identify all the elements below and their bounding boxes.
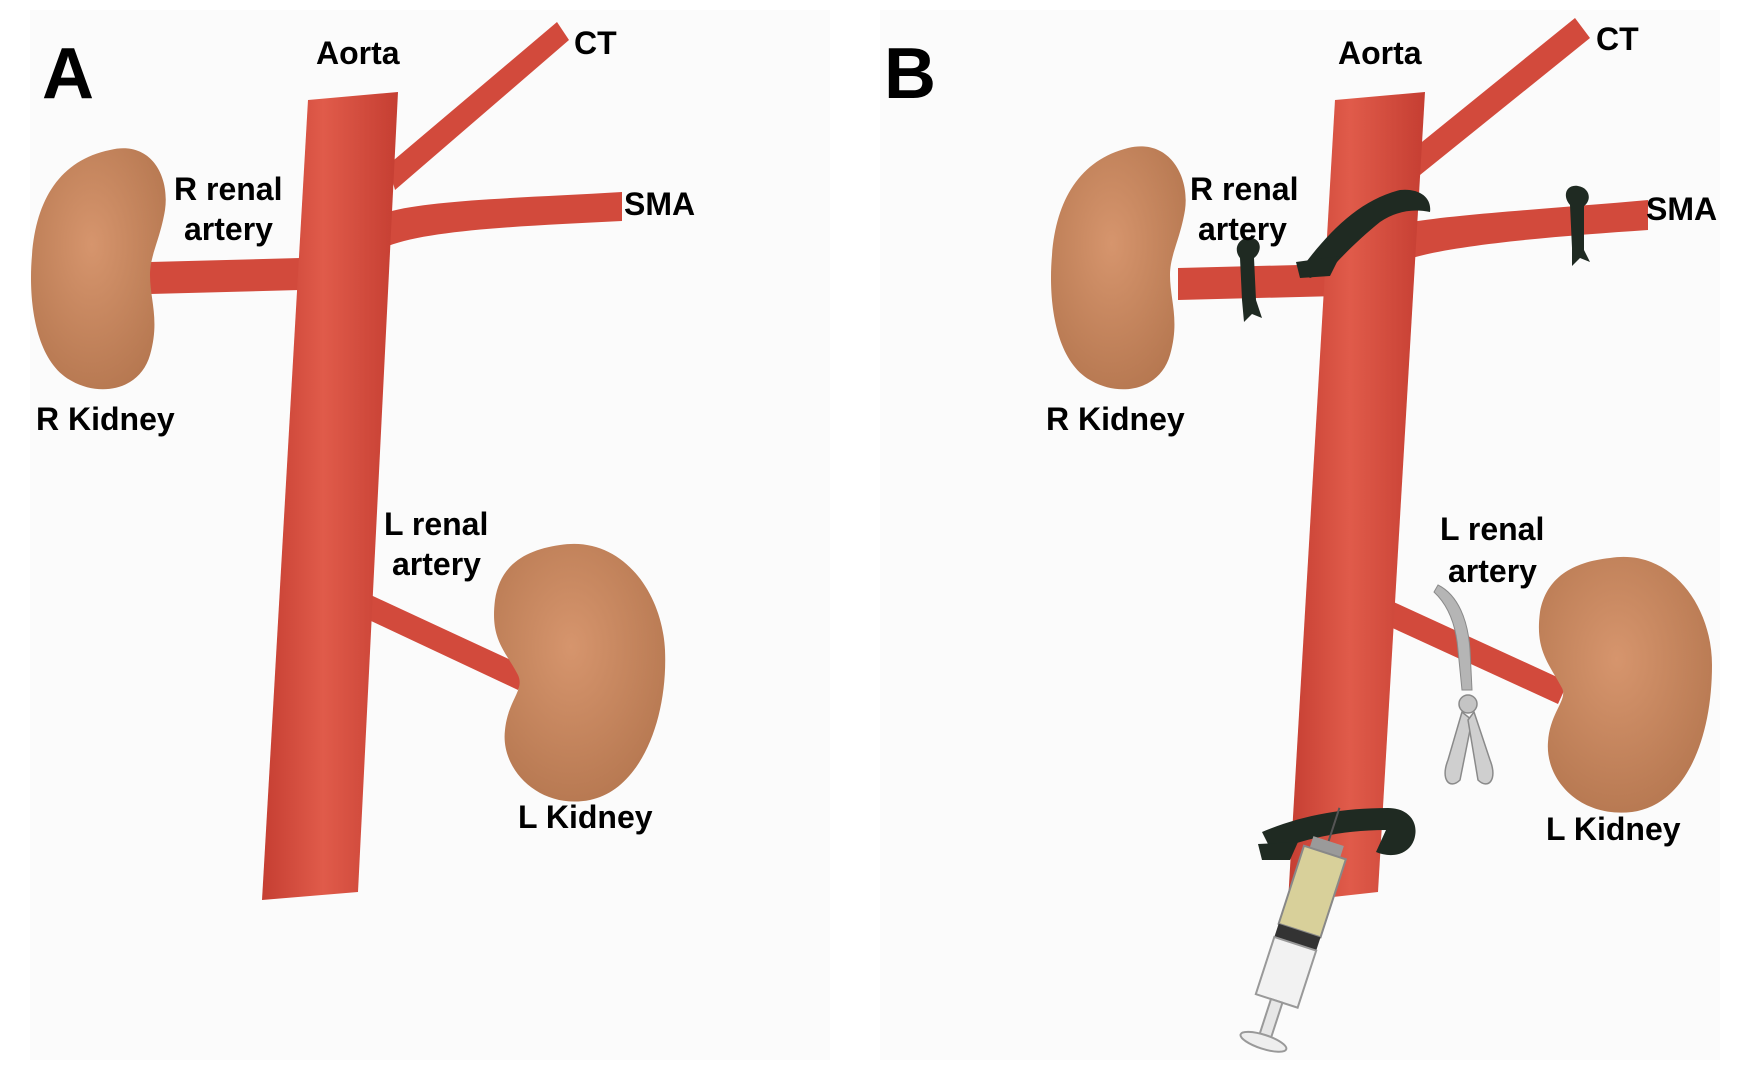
r-kidney [30, 148, 166, 390]
ligature-icon [1258, 808, 1416, 860]
panel-letter: B [884, 34, 936, 114]
r-renal-label-line2: artery [184, 211, 273, 247]
r-renal-label-line2: artery [1198, 211, 1287, 247]
l-kidney-label: L Kidney [1546, 811, 1681, 847]
ligature-icon [1565, 185, 1590, 266]
r-kidney [1050, 146, 1186, 390]
panel-b: B Aorta CT SMA R renal artery L renal ar… [880, 10, 1720, 1060]
l-renal-label-line2: artery [392, 546, 481, 582]
vascular-clamp-icon [1433, 584, 1494, 785]
l-renal-artery [1375, 598, 1568, 704]
l-renal-label-line2: artery [1448, 553, 1537, 589]
l-renal-label-line1: L renal [384, 506, 488, 542]
r-kidney-label: R Kidney [36, 401, 175, 437]
r-renal-label-line1: R renal [1190, 171, 1298, 207]
panel-a: A Aorta CT SMA R renal artery L renal ar… [30, 10, 830, 1060]
r-renal-artery [1178, 264, 1338, 300]
r-renal-label-line1: R renal [174, 171, 282, 207]
aorta-vessel [1288, 92, 1425, 902]
ct-label: CT [1596, 21, 1639, 57]
r-kidney-label: R Kidney [1046, 401, 1185, 437]
ct-label: CT [574, 25, 617, 61]
aorta-label: Aorta [316, 35, 400, 71]
l-kidney-label: L Kidney [518, 799, 653, 835]
aorta-label: Aorta [1338, 35, 1422, 71]
syringe-icon [1239, 807, 1348, 1053]
sma-artery [1412, 200, 1648, 258]
ligature-icon [1236, 237, 1262, 322]
ct-artery [1412, 18, 1590, 175]
l-renal-artery [352, 590, 528, 690]
ct-artery [388, 22, 569, 190]
sma-label: SMA [624, 186, 695, 222]
l-kidney [1538, 556, 1712, 813]
l-renal-label-line1: L renal [1440, 511, 1544, 547]
r-renal-artery [150, 258, 300, 294]
sma-label: SMA [1646, 191, 1717, 227]
l-kidney [494, 543, 666, 802]
panel-letter: A [42, 34, 94, 114]
aorta-vessel [262, 92, 398, 900]
ligature-icon [1296, 189, 1431, 278]
sma-artery [388, 192, 622, 246]
